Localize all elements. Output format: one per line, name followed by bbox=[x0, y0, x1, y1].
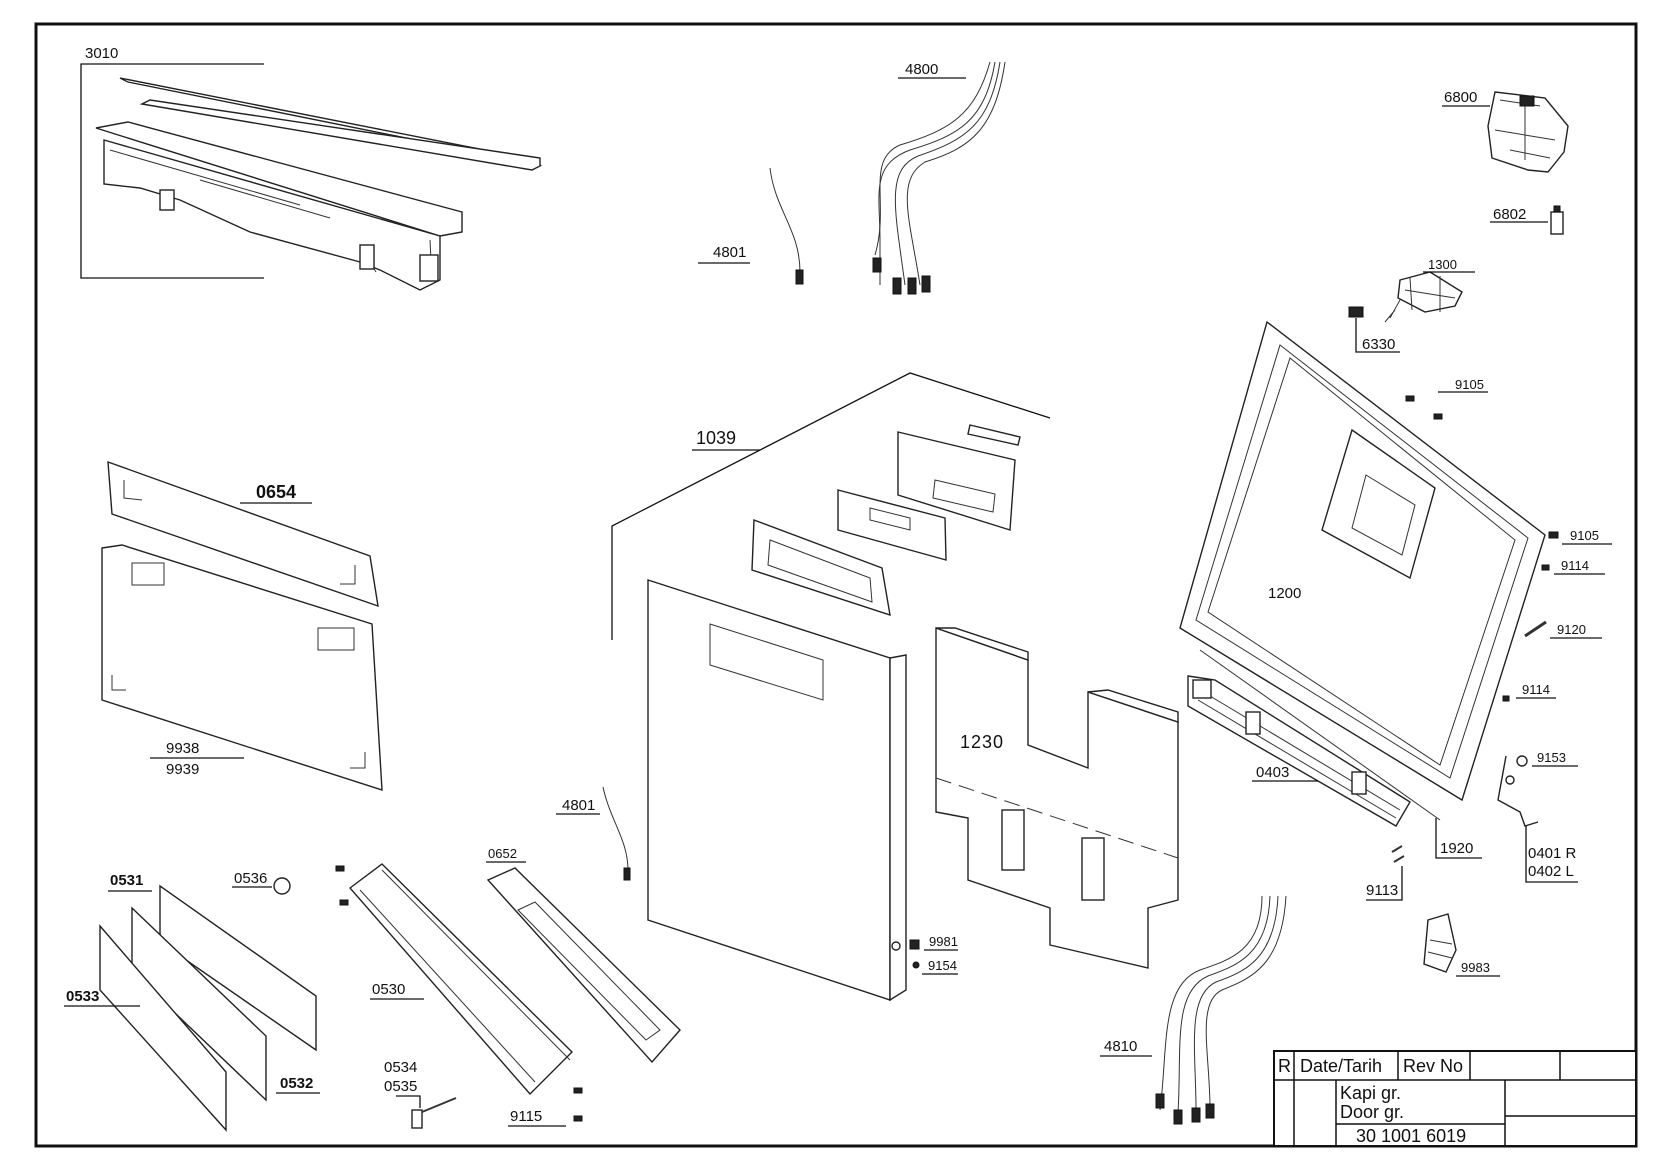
label-9105-upper: 9105 bbox=[1455, 377, 1484, 392]
part-outer-door-panel bbox=[647, 579, 907, 1002]
label-0534: 0534 bbox=[384, 1059, 417, 1076]
part-1300-dispenser bbox=[1384, 271, 1463, 323]
screw-9114-b bbox=[1502, 695, 1510, 702]
label-9113: 9113 bbox=[1366, 882, 1398, 899]
label-1920: 1920 bbox=[1440, 840, 1473, 857]
label-9939: 9939 bbox=[166, 761, 199, 778]
part-4801-wire-upper bbox=[769, 167, 801, 273]
part-6330-micro bbox=[1348, 306, 1364, 318]
screw-9115-b bbox=[573, 1115, 583, 1122]
spring-9120 bbox=[1524, 620, 1547, 638]
label-0402: 0402 L bbox=[1528, 863, 1574, 880]
group-1039-leader bbox=[611, 372, 1051, 640]
label-9114-upper: 9114 bbox=[1561, 558, 1589, 573]
title-block-rev: Rev No bbox=[1403, 1056, 1463, 1076]
title-block-number: 30 1001 6019 bbox=[1356, 1126, 1466, 1146]
part-1920-seal bbox=[1199, 649, 1441, 821]
part-9154-screw bbox=[912, 961, 920, 969]
part-0652-handle bbox=[486, 867, 681, 1064]
label-9105-lower: 9105 bbox=[1570, 528, 1599, 543]
label-4810: 4810 bbox=[1104, 1038, 1137, 1055]
part-4810-wire-harness bbox=[1155, 895, 1287, 1125]
label-0652: 0652 bbox=[488, 846, 517, 861]
label-0532: 0532 bbox=[280, 1075, 313, 1092]
label-1300: 1300 bbox=[1428, 257, 1457, 272]
screw-9113 bbox=[1391, 845, 1405, 863]
title-block-name-tr: Kapi gr. bbox=[1340, 1083, 1401, 1103]
label-0401: 0401 R bbox=[1528, 845, 1577, 862]
label-0533: 0533 bbox=[66, 988, 99, 1005]
part-1230-insulation bbox=[935, 627, 1179, 969]
label-3010: 3010 bbox=[85, 45, 118, 62]
part-0531-panel bbox=[159, 884, 317, 1052]
label-9120: 9120 bbox=[1557, 622, 1586, 637]
part-4800-wire-harness bbox=[872, 61, 1006, 295]
label-0654: 0654 bbox=[256, 482, 296, 502]
label-9938: 9938 bbox=[166, 740, 199, 757]
screw-9153 bbox=[1516, 755, 1528, 767]
part-4801-wire-lower bbox=[602, 786, 629, 871]
title-block-date: Date/Tarih bbox=[1300, 1056, 1382, 1076]
label-1200: 1200 bbox=[1268, 585, 1301, 602]
part-0401-0402-hinge bbox=[1497, 755, 1539, 827]
label-9154: 9154 bbox=[928, 958, 957, 973]
part-1200-inner-door bbox=[1179, 320, 1546, 802]
part-display-board-upper bbox=[897, 424, 1021, 531]
screw-0530-b bbox=[339, 899, 349, 906]
part-0530-bracket bbox=[348, 863, 573, 1096]
part-0532-panel bbox=[131, 906, 267, 1102]
screw-9115-a bbox=[573, 1087, 583, 1094]
label-0536: 0536 bbox=[234, 870, 267, 887]
label-0531: 0531 bbox=[110, 872, 143, 889]
label-6802: 6802 bbox=[1493, 206, 1526, 223]
part-0534-0535-clip bbox=[411, 1097, 457, 1129]
title-block bbox=[1273, 1050, 1637, 1147]
part-0654-panel bbox=[107, 460, 379, 608]
part-9981-clip bbox=[909, 939, 920, 950]
drawing-border bbox=[34, 22, 1638, 1148]
part-display-frame-lower bbox=[751, 519, 891, 617]
screw-9105-a bbox=[1405, 395, 1415, 402]
screw-9105-b bbox=[1433, 413, 1443, 420]
label-9983: 9983 bbox=[1461, 960, 1490, 975]
part-6802-switch bbox=[1550, 205, 1564, 235]
part-3010-control-panel bbox=[80, 63, 543, 291]
title-block-name-en: Door gr. bbox=[1340, 1102, 1404, 1122]
part-6800-lock bbox=[1487, 91, 1569, 173]
label-0535: 0535 bbox=[384, 1078, 417, 1095]
part-9938-9939-panel bbox=[101, 544, 383, 791]
label-0530: 0530 bbox=[372, 981, 405, 998]
label-9115: 9115 bbox=[510, 1108, 542, 1125]
part-0403-bottom-rail bbox=[1187, 675, 1411, 827]
label-4801-lower: 4801 bbox=[562, 797, 595, 814]
part-9983-latch bbox=[1423, 913, 1457, 973]
screw-0530-a bbox=[335, 865, 345, 872]
screw-9114-a bbox=[1541, 564, 1550, 571]
label-6330: 6330 bbox=[1362, 336, 1395, 353]
label-9981: 9981 bbox=[929, 934, 958, 949]
title-block-r: R bbox=[1278, 1056, 1291, 1076]
part-0533-panel bbox=[99, 924, 227, 1132]
label-1039: 1039 bbox=[696, 428, 736, 448]
label-9153: 9153 bbox=[1537, 750, 1566, 765]
part-display-window bbox=[837, 489, 947, 561]
label-4800: 4800 bbox=[905, 61, 938, 78]
label-9114-lower: 9114 bbox=[1522, 682, 1550, 697]
label-1230: 1230 bbox=[960, 732, 1004, 752]
label-6800: 6800 bbox=[1444, 89, 1477, 106]
screw-9105-c bbox=[1548, 531, 1559, 539]
part-0536-knob bbox=[273, 877, 291, 895]
label-4801-upper: 4801 bbox=[713, 244, 746, 261]
label-0403: 0403 bbox=[1256, 764, 1289, 781]
